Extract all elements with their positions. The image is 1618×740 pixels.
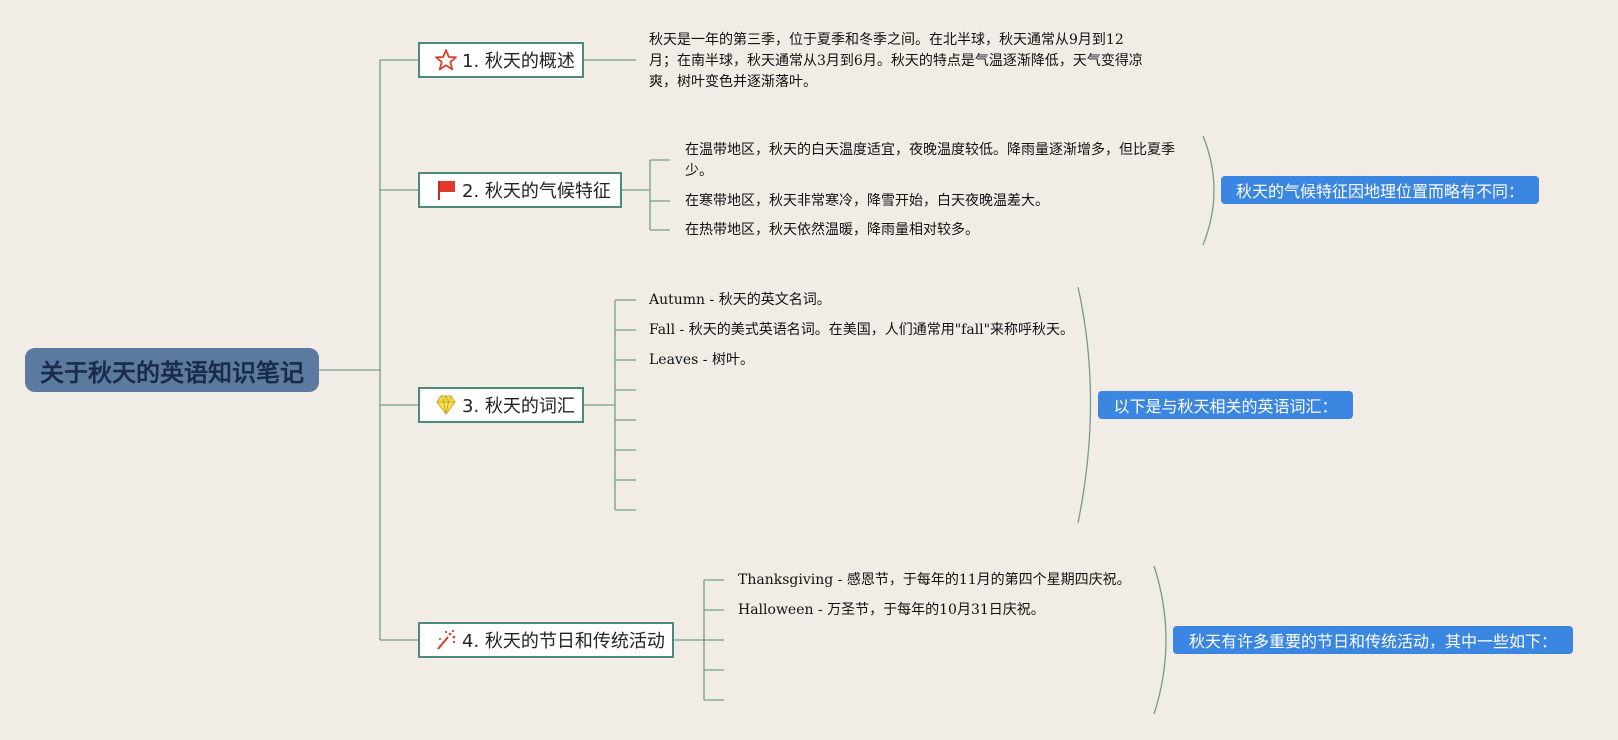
topic-label: 1. 秋天的概述 [462,51,575,72]
leaf-climate-cold: 在寒带地区，秋天非常寒冷，降雪开始，白天夜晚温差大。 [685,193,1049,209]
topic-vocabulary[interactable]: 3. 秋天的词汇 [418,387,584,423]
summary-climate[interactable]: 秋天的气候特征因地理位置而略有不同： [1221,176,1539,204]
diamond-icon [434,392,458,418]
topic-overview[interactable]: 1. 秋天的概述 [418,42,584,78]
leaf-overview-text: 秋天是一年的第三季，位于夏季和冬季之间。在北半球，秋天通常从9月到12月；在南半… [649,32,1143,90]
leaf-climate-temperate: 在温带地区，秋天的白天温度适宜，夜晚温度较低。降雨量逐渐增多，但比夏季少。 [685,142,1175,179]
leaf-festival-thanksgiving: Thanksgiving - 感恩节，于每年的11月的第四个星期四庆祝。 [738,572,1131,588]
topic-label: 4. 秋天的节日和传统活动 [462,631,665,652]
topic-label: 3. 秋天的词汇 [462,396,575,417]
leaf-vocab-fall: Fall - 秋天的美式英语名词。在美国，人们通常用"fall"来称呼秋天。 [649,322,1075,338]
summary-vocabulary[interactable]: 以下是与秋天相关的英语词汇： [1098,391,1353,419]
topic-climate[interactable]: 2. 秋天的气候特征 [418,172,622,208]
leaf-festival-halloween: Halloween - 万圣节，于每年的10月31日庆祝。 [738,602,1045,618]
leaf-climate-tropical: 在热带地区，秋天依然温暖，降雨量相对较多。 [685,222,979,238]
root-topic[interactable]: 关于秋天的英语知识笔记 [25,348,319,392]
topic-festivals[interactable]: 4. 秋天的节日和传统活动 [418,622,674,658]
fireworks-icon [434,627,458,653]
topic-label: 2. 秋天的气候特征 [462,181,611,202]
star-icon [434,47,458,73]
red-flag-icon [434,177,458,203]
summary-festivals[interactable]: 秋天有许多重要的节日和传统活动，其中一些如下： [1173,626,1573,654]
leaf-vocab-leaves: Leaves - 树叶。 [649,352,754,368]
leaf-vocab-autumn: Autumn - 秋天的英文名词。 [649,292,831,308]
